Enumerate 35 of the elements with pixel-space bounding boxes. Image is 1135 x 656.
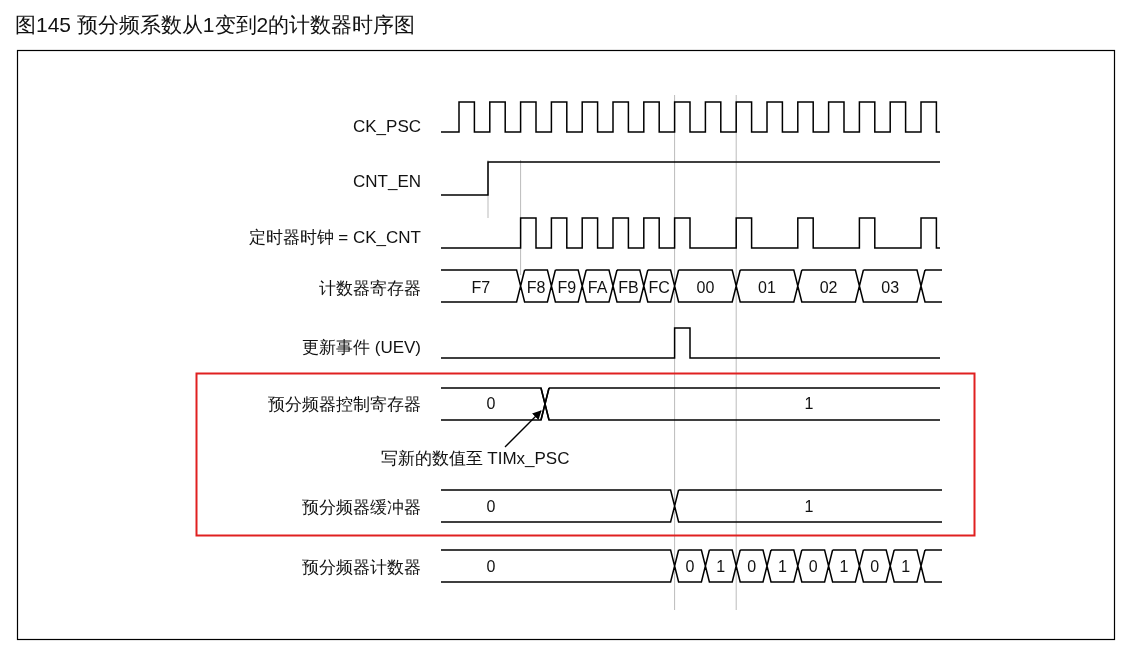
bus-value: 0	[486, 557, 496, 577]
signal-name: 定时器时钟 = CK_CNT	[248, 226, 421, 248]
bus-value: F7	[471, 278, 491, 298]
bus-value: 1	[777, 557, 787, 577]
signal-name: 计数器寄存器	[319, 277, 421, 299]
bus-transition	[540, 387, 550, 421]
signal-name: 预分频器缓冲器	[302, 496, 421, 518]
bus-value: 0	[747, 557, 757, 577]
bus-value: 0	[486, 394, 496, 414]
signal-name: CK_PSC	[352, 115, 421, 137]
bus-value: F8	[526, 278, 546, 298]
signal-name: 更新事件 (UEV)	[302, 336, 421, 358]
bus-value: 0	[808, 557, 818, 577]
bus-value: FA	[587, 278, 608, 298]
signal-name: 预分频器控制寄存器	[268, 393, 421, 415]
bus-value: FC	[648, 278, 670, 298]
annotation-text: 写新的数值至 TIMx_PSC	[380, 447, 570, 469]
bus-value: 1	[804, 394, 814, 414]
bus-value: F9	[557, 278, 577, 298]
signal-name: 预分频器计数器	[302, 556, 421, 578]
bus-value: 1	[804, 497, 814, 517]
bus-value: 1	[839, 557, 849, 577]
bus-value: 01	[758, 278, 776, 298]
bus-value: 02	[819, 278, 838, 298]
leader-arrow	[504, 410, 542, 448]
figure-title: 图145 预分频系数从1变到2的计数器时序图	[15, 11, 416, 37]
bus-value: 0	[870, 557, 880, 577]
bus-value: 03	[881, 278, 900, 298]
bus-value: 1	[901, 557, 911, 577]
bus-value: 0	[685, 557, 695, 577]
bus-value: 1	[716, 557, 726, 577]
bus-value: 00	[696, 278, 715, 298]
signal-name: CNT_EN	[353, 170, 421, 192]
bus-value: 0	[486, 497, 496, 517]
bus-value: FB	[618, 278, 639, 298]
